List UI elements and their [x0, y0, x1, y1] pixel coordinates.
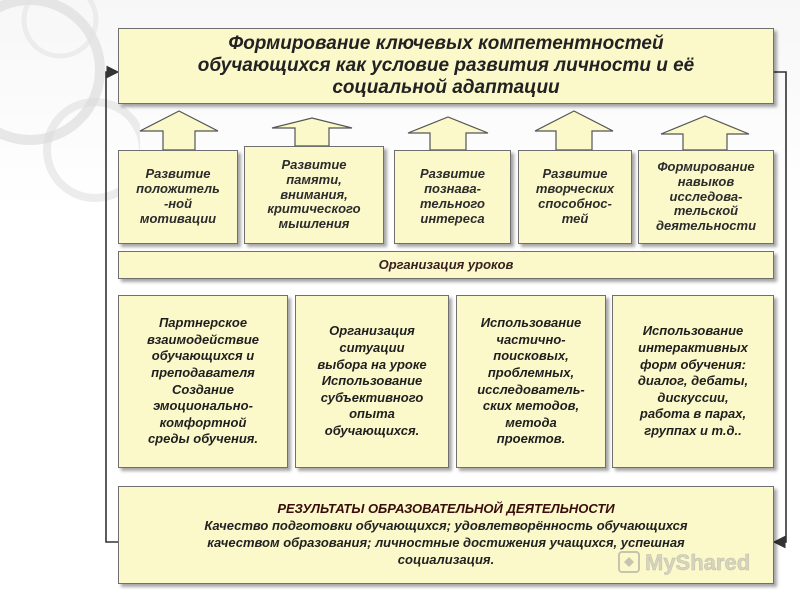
right-loop-connector [772, 71, 787, 549]
up-arrow-5 [660, 115, 750, 151]
competency-box-research: Формирование навыков исследова- тельской… [638, 150, 774, 244]
results-text: Качество подготовки обучающихся; удовлет… [204, 518, 688, 567]
competency-box-motivation: Развитие положитель -ной мотивации [118, 150, 238, 244]
competency-label: Развитие памяти, внимания, критического … [267, 156, 361, 232]
up-arrow-3 [407, 116, 489, 151]
competency-label: Формирование навыков исследова- тельской… [655, 158, 757, 234]
up-arrow-2 [271, 117, 353, 147]
competency-label: Развитие творческих способнос- тей [535, 166, 615, 226]
method-label: Партнерское взаимодействие обучающихся и… [146, 315, 260, 447]
up-arrow-4 [534, 110, 614, 151]
organization-label: Организация уроков [378, 256, 514, 272]
method-box-partnership: Партнерское взаимодействие обучающихся и… [118, 295, 288, 468]
competency-label: Развитие положитель -ной мотивации [136, 166, 220, 226]
competency-label: Развитие познава- тельного интереса [419, 166, 486, 226]
method-box-search-methods: Использование частично- поисковых, пробл… [456, 295, 606, 468]
up-arrow [148, 112, 210, 148]
method-label: Организация ситуации выбора на уроке Исп… [317, 323, 427, 439]
diagram-title-text: Формирование ключевых компетентностей об… [197, 33, 695, 98]
competency-box-creativity: Развитие творческих способнос- тей [518, 150, 632, 244]
results-box: РЕЗУЛЬТАТЫ ОБРАЗОВАТЕЛЬНОЙ ДЕЯТЕЛЬНОСТИ … [118, 486, 774, 584]
organization-bar: Организация уроков [118, 251, 774, 279]
diagram-title: Формирование ключевых компетентностей об… [118, 28, 774, 104]
method-label: Использование интерактивных форм обучени… [637, 323, 749, 439]
method-label: Использование частично- поисковых, пробл… [477, 315, 585, 447]
up-arrow-1 [139, 110, 219, 151]
results-heading: РЕЗУЛЬТАТЫ ОБРАЗОВАТЕЛЬНОЙ ДЕЯТЕЛЬНОСТИ [277, 501, 615, 517]
competency-box-memory: Развитие памяти, внимания, критического … [244, 146, 384, 244]
method-box-choice: Организация ситуации выбора на уроке Исп… [295, 295, 449, 468]
competency-box-interest: Развитие познава- тельного интереса [394, 150, 511, 244]
method-box-interactive: Использование интерактивных форм обучени… [612, 295, 774, 468]
left-loop-connector [105, 65, 120, 543]
